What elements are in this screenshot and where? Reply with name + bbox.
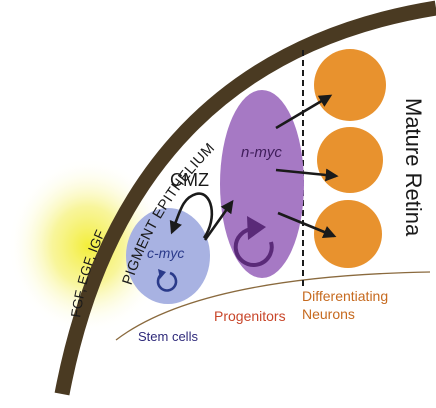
progenitor-to-neuron-arrow-bottom [277,211,337,239]
neurons-label: Neurons [302,306,355,322]
stem-to-progenitor-arrow [203,199,234,241]
neuron-cell-top [314,49,386,121]
neuron-cell-bottom [314,200,382,268]
progenitor-to-neuron-arrow-top [275,94,333,130]
n-myc-label: n-myc [241,144,282,161]
pigment-epithelium-band [54,0,436,396]
c-myc-label: c-myc [147,245,184,261]
progenitor-cell [220,90,304,278]
neuron-cell-middle [317,127,383,193]
cmz-label: CMZ [170,170,209,190]
mature-retina-label: Mature Retina [401,98,426,237]
retina-boundary-curve [115,271,431,341]
stem-cell [126,208,210,304]
stem-cells-label: Stem cells [138,329,198,344]
progenitors-label: Progenitors [214,308,286,324]
differentiating-label: Differentiating [302,288,388,304]
stem-self-renew-icon [156,271,178,292]
progenitor-to-neuron-arrow-middle [275,168,339,182]
progenitor-self-renew-head-icon [247,216,266,240]
stem-self-renew-head-icon [158,269,166,279]
cmz-curved-arrow [169,192,214,239]
progenitor-self-renew-icon [233,226,274,267]
